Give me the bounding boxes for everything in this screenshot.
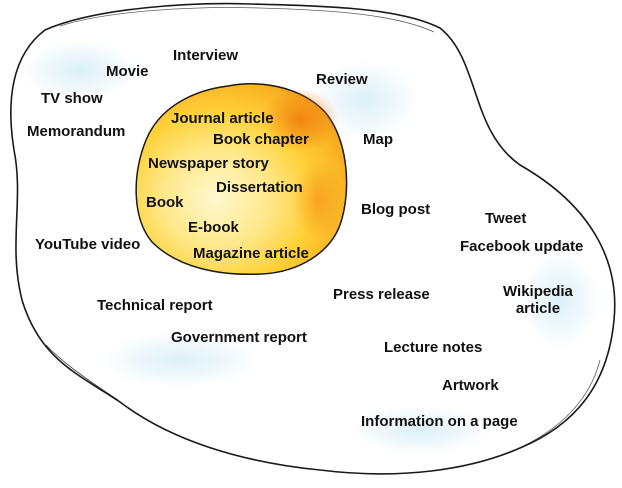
label-memorandum: Memorandum: [27, 123, 126, 140]
label-information-on-a-page: Information on a page: [361, 413, 518, 430]
label-artwork: Artwork: [442, 377, 499, 394]
label-ebook: E-book: [188, 219, 239, 236]
label-journal-article: Journal article: [171, 110, 274, 127]
egg-white-tint: [100, 332, 260, 388]
label-book: Book: [146, 194, 184, 211]
label-interview: Interview: [173, 47, 239, 64]
label-blog-post: Blog post: [361, 201, 431, 218]
label-technical-report: Technical report: [97, 297, 213, 314]
label-tv-show: TV show: [41, 90, 103, 107]
label-book-chapter: Book chapter: [213, 131, 309, 148]
egg-white-sketch-line: [514, 359, 601, 451]
egg-yolk-highlight: [292, 160, 344, 240]
label-facebook-update: Facebook update: [460, 238, 584, 255]
egg-yolk-highlight: [262, 88, 338, 152]
label-press-release: Press release: [333, 286, 430, 303]
label-newspaper-story: Newspaper story: [148, 155, 269, 172]
egg-white-tint: [520, 250, 600, 350]
label-movie: Movie: [106, 63, 149, 80]
label-review: Review: [316, 71, 368, 88]
egg-white-sketch-line: [59, 7, 435, 33]
label-map: Map: [363, 131, 393, 148]
label-tweet: Tweet: [485, 210, 527, 227]
label-government-report: Government report: [171, 329, 307, 346]
label-dissertation: Dissertation: [216, 179, 303, 196]
label-youtube-video: YouTube video: [35, 236, 141, 253]
egg-white-tint: [20, 40, 140, 100]
label-magazine-article: Magazine article: [193, 245, 309, 262]
label-lecture-notes: Lecture notes: [384, 339, 483, 356]
egg-white-sketch-line: [45, 344, 119, 401]
egg-white-tint: [350, 405, 490, 455]
label-wikipedia-article: Wikipedia article: [503, 283, 573, 317]
